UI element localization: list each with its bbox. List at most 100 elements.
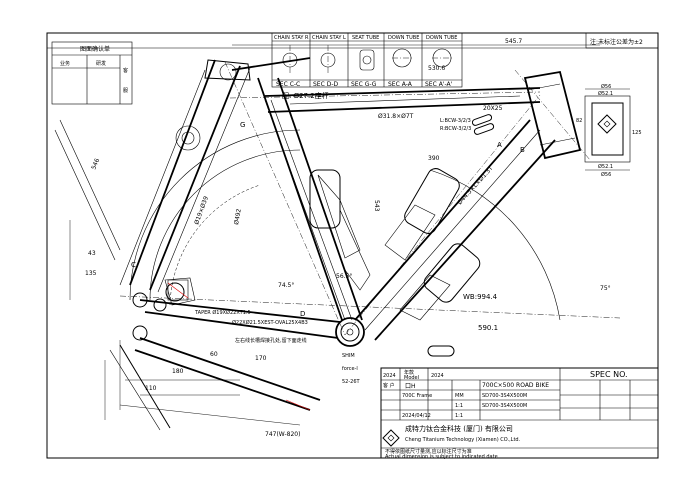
tube-spec-down: Ø44.5×L×Ø1.3T (456, 165, 494, 207)
section-mark-c: C (131, 261, 136, 269)
tb-customer-label: 客 户 (383, 382, 395, 389)
dim-521-top: Ø52.1 (598, 90, 613, 97)
tb-company-cn: 成特力钛合金科技 (厦门) 有限公司 (405, 424, 513, 433)
shim-force: force-l (342, 366, 358, 372)
dim-545: 545.7 (505, 38, 522, 45)
rear-dropout (132, 277, 196, 341)
section-label-0: SEC C-C (276, 81, 300, 88)
tb-note-cn: 不得依图纸尺寸量测,应以标注尺寸为准 (385, 448, 472, 455)
section-header-0: CHAIN STAY R (274, 35, 309, 41)
dim-530: 530.6 (428, 65, 445, 72)
angle-rear: 74.5° (278, 282, 294, 289)
seat-stays (54, 59, 251, 293)
title-block: 2024 年款 Model 2024 SPEC NO. 客 户 口H 700C×… (380, 367, 659, 460)
shim-spec: 52-26T (342, 379, 361, 385)
section-mark-a: A (497, 141, 502, 149)
head-tube (514, 69, 591, 161)
brand-logo-icon (597, 114, 617, 134)
dim-56-bottom: Ø56 (601, 171, 611, 178)
dim-60: 60 (210, 351, 218, 358)
top-tube-centerline (229, 91, 541, 99)
dim-125: 125 (632, 130, 642, 136)
angle-head: 75° (600, 285, 611, 292)
taper-spec: TAPER Ø19XØ22XT1.5 (194, 309, 251, 316)
dim-492: Ø492 (233, 208, 243, 225)
section-mark-g: G (240, 121, 245, 129)
section-table: CHAIN STAY R CHAIN STAY L SEAT TUBE DOWN… (271, 32, 463, 88)
tb-frame: 700C Frame (402, 393, 432, 399)
tolerance-note-box (585, 32, 659, 49)
wheel-arc-rear (129, 129, 301, 301)
section-header-1: CHAIN STAY L (312, 35, 346, 41)
chain-stays (109, 299, 341, 431)
bottle-cage-down-tube-upper (384, 168, 460, 261)
wheelbase-dim: WB:994.4 (463, 293, 498, 301)
dim-82: 82 (576, 118, 582, 124)
bcw-port-bottom (473, 123, 495, 135)
dim-20x25: 20X25 (483, 105, 503, 112)
wheelbase-line (119, 295, 621, 319)
approval-col-sales: 业务 (60, 60, 70, 67)
bcw-note-2: R:BCW-3/2/3 (440, 126, 471, 132)
dim-110: 110 (145, 385, 157, 392)
section-label-2: SEC G-G (351, 81, 377, 88)
dim-170: 170 (255, 355, 267, 362)
tb-customer-value: 口H (405, 383, 416, 390)
dim-521-bottom: Ø52.1 (598, 163, 613, 170)
tb-unit: MM (455, 393, 464, 399)
dim-747: 747(W-820) (265, 431, 300, 438)
tb-model-year: 2024 (431, 373, 444, 379)
angle-seat: 56.5° (336, 273, 352, 280)
wheel-arc-front (429, 169, 561, 321)
dim-390: 390 (428, 155, 440, 162)
seat-tube (257, 77, 363, 321)
company-logo-icon (382, 429, 400, 447)
cable-routing-note: 左右线长槽焊接孔处,留下面走线 (235, 337, 307, 344)
approval-col-service: 服 (123, 88, 128, 94)
tb-year: 2024 (383, 373, 396, 379)
seatpost-note: 配: Ø27.2座杆 (282, 91, 329, 100)
brake-mount (167, 279, 189, 301)
section-header-2: SEAT TUBE (352, 35, 379, 41)
tb-product: 700C×500 ROAD BIKE (482, 382, 549, 389)
section-label-1: SEC D-D (313, 81, 338, 88)
approval-col-rd: 研发 (96, 60, 106, 67)
section-label-4: SEC A'-A' (425, 81, 453, 88)
seat-tube-centerline (224, 61, 346, 336)
section-gg-shape (359, 49, 375, 71)
dim-543: 543 (373, 200, 380, 212)
head-tube-detail: Ø56 Ø52.1 Ø56 Ø52.1 82 125 (576, 83, 642, 178)
dim-135: 135 (85, 270, 97, 277)
oval-spec: Ø22XØ21.5XEST-OVAL25X4B3 (232, 319, 308, 326)
bottle-cage-seat-tube (309, 169, 371, 291)
bottom-bracket (335, 317, 365, 347)
tb-qty: 1:1 (455, 413, 463, 419)
tube-spec-top: Ø31.8×Ø7T (378, 113, 414, 120)
section-mark-d: D (300, 310, 305, 318)
section-header-4: DOWN TUBE (426, 35, 457, 41)
tolerance-note: 注:未标注公差为±2 (590, 38, 643, 46)
dim-590: 590.1 (478, 324, 498, 332)
section-mark-b: B (520, 146, 525, 154)
top-tube (264, 87, 541, 113)
dim-180: 180 (172, 368, 184, 375)
approval-title: 图面确认单 (80, 45, 110, 53)
bcw-note-1: L:BCW-3/2/3 (440, 118, 471, 124)
approval-col-customer: 客 (123, 67, 128, 74)
tb-model-label: 年款 (404, 369, 414, 376)
section-header-3: DOWN TUBE (388, 35, 419, 41)
dim-546: 546 (90, 157, 101, 170)
seat-cluster (204, 57, 311, 81)
dim-56-top: Ø56 (601, 83, 611, 90)
down-tube (354, 119, 556, 341)
tb-unit-value: SD700-3S4X500M (482, 393, 527, 399)
dim-43: 43 (88, 250, 96, 257)
tb-model-sub: Model (404, 375, 419, 381)
spec-no-label: SPEC NO. (590, 370, 628, 379)
bcw-port-top (471, 114, 493, 126)
cable-port (427, 345, 455, 357)
tb-scale: 1:1 (455, 403, 463, 409)
tb-note-en: Actual dimension is subject to indicated… (385, 454, 498, 460)
